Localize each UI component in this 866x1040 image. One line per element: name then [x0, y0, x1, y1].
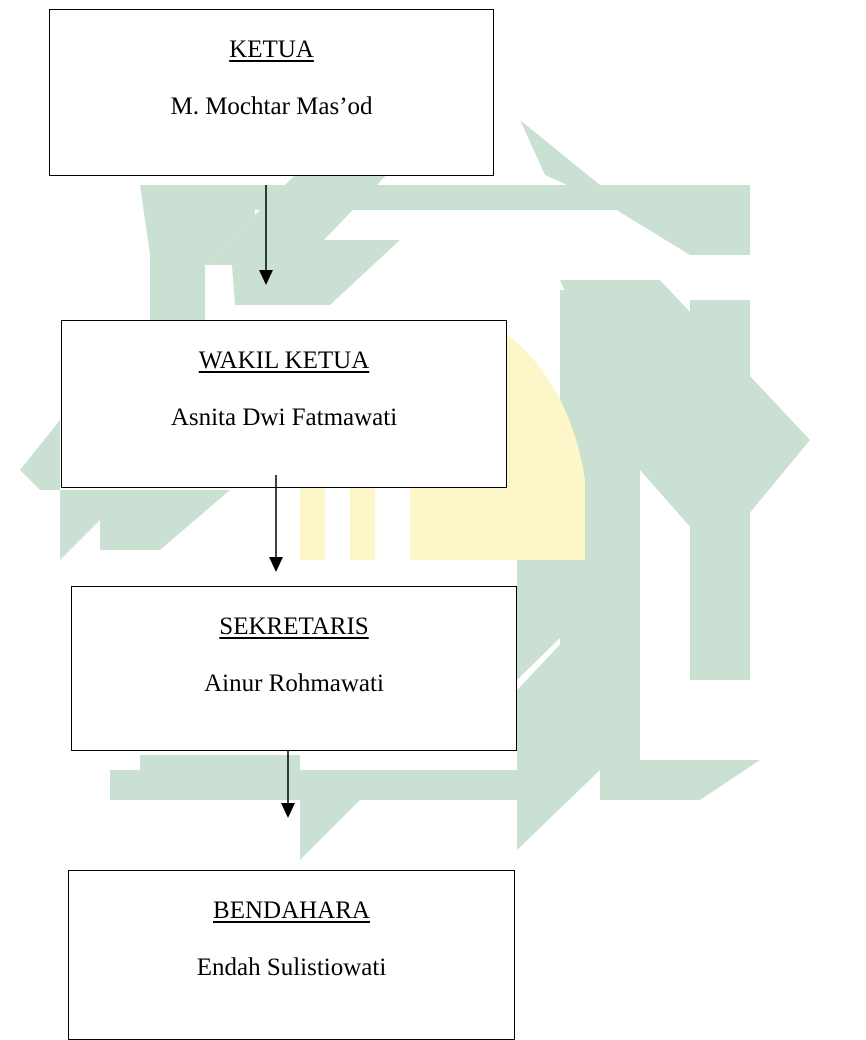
wakil-ketua-box: WAKIL KETUA Asnita Dwi Fatmawati	[61, 320, 507, 488]
sekretaris-name: Ainur Rohmawati	[204, 670, 384, 697]
bendahara-role-title: BENDAHARA	[213, 897, 370, 924]
bendahara-name: Endah Sulistiowati	[196, 954, 387, 981]
wakil-ketua-role-title: WAKIL KETUA	[198, 347, 370, 374]
ketua-role-title: KETUA	[229, 36, 314, 63]
ketua-name: M. Mochtar Mas’od	[170, 93, 373, 120]
sekretaris-box: SEKRETARIS Ainur Rohmawati	[71, 586, 517, 751]
sekretaris-role-title: SEKRETARIS	[219, 613, 369, 640]
wakil-ketua-name: Asnita Dwi Fatmawati	[170, 404, 398, 431]
ketua-box: KETUA M. Mochtar Mas’od	[49, 9, 494, 176]
bendahara-box: BENDAHARA Endah Sulistiowati	[68, 870, 515, 1040]
